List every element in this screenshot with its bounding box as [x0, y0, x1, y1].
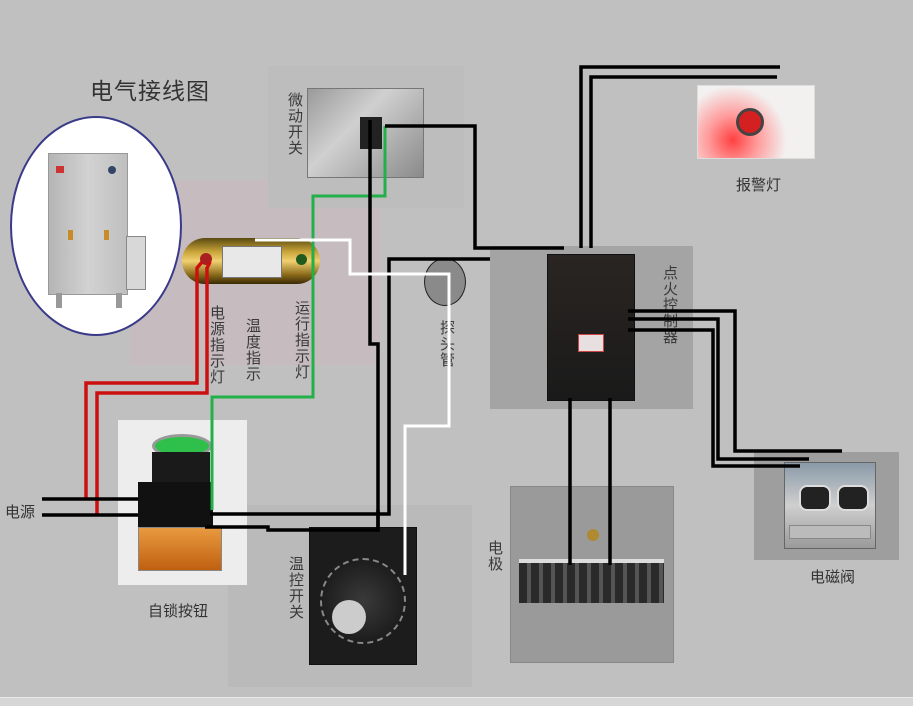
temperature-indicator-label: 温度指示: [244, 318, 262, 382]
wire-micro-to-controller: [385, 124, 564, 250]
solenoid-valve-label: 电磁阀: [810, 568, 856, 586]
boiler-tap-right: [104, 230, 109, 240]
boiler-side-box: [126, 236, 146, 290]
alarm-light-button: [736, 108, 764, 136]
wire-white-probe: [255, 238, 451, 575]
wire-valve-1: [628, 309, 842, 453]
micro-switch-image: [307, 88, 424, 178]
boiler-oval: [10, 116, 182, 336]
power-supply-label: 电源: [5, 503, 36, 521]
probe-tube-label: 探头管: [438, 320, 456, 368]
wire-valve-3: [628, 328, 800, 468]
valve-coil-right: [837, 485, 869, 511]
wire-button-out-1: [210, 257, 490, 516]
boiler-logo-right: [108, 166, 116, 174]
boiler-leg-left: [56, 293, 62, 308]
electrode-label: 电极: [486, 540, 504, 572]
temperature-switch-image: [309, 527, 417, 665]
temperature-display: [222, 246, 282, 278]
electrode-fitting: [587, 529, 599, 541]
boiler-body: [48, 153, 128, 295]
boiler-leg-right: [116, 293, 122, 308]
wire-alarm-1: [579, 65, 780, 248]
running-indicator-label: 运行指示灯: [293, 300, 311, 380]
valve-coil-left: [799, 485, 831, 511]
boiler-tap-left: [68, 230, 73, 240]
button-collar: [152, 452, 210, 482]
valve-pipe: [789, 525, 871, 539]
wire-valve-2: [628, 317, 809, 461]
bottom-strip: [0, 697, 913, 706]
wire-red-2: [95, 261, 212, 515]
micro-switch-label: 微动开关: [286, 92, 304, 156]
wire-alarm-2: [589, 75, 777, 248]
self-locking-button-label: 自锁按钮: [148, 602, 209, 620]
electrode-plate: [519, 559, 664, 603]
indicator-capsule: [182, 238, 320, 284]
wire-green-running: [210, 126, 387, 510]
ignition-controller-label: 点火控制器: [661, 265, 679, 345]
temperature-switch-label: 温控开关: [287, 556, 305, 620]
electrode-image: [510, 486, 674, 663]
alarm-light-image: [697, 85, 815, 159]
solenoid-valve-image: [784, 462, 876, 549]
wire-micro-to-temp: [368, 120, 380, 530]
self-locking-button-image: [118, 420, 247, 585]
button-contacts: [138, 527, 222, 571]
alarm-light-label: 报警灯: [736, 176, 782, 194]
controller-nameplate: [578, 334, 604, 352]
button-base: [138, 482, 213, 527]
diagram-title: 电气接线图: [90, 79, 210, 105]
temperature-dial: [320, 558, 406, 644]
boiler-logo-left: [56, 166, 64, 173]
wire-red-1: [84, 260, 204, 499]
probe-tube-circle: [424, 258, 466, 306]
power-indicator-label: 电源指示灯: [208, 305, 226, 385]
running-indicator-lamp: [296, 254, 307, 265]
ignition-controller-image: [547, 254, 635, 401]
temperature-dial-logo: [332, 600, 366, 634]
